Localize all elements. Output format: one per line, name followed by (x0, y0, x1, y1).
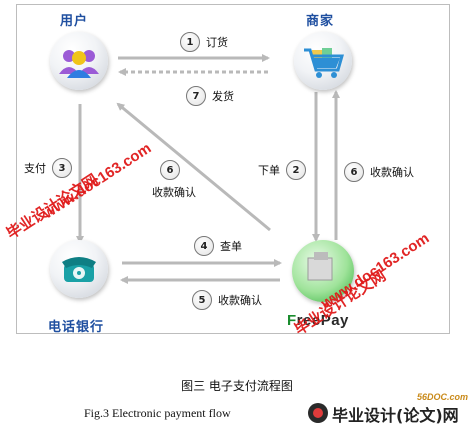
step-number: 1 (180, 32, 200, 52)
user-label: 用户 (60, 14, 89, 29)
bank-node (50, 240, 108, 298)
step-number: 2 (286, 160, 306, 180)
step-label: 查单 (220, 240, 242, 253)
step-ship: 7 发货 (186, 86, 234, 106)
freepay-box-icon (307, 252, 333, 281)
brand-logo-icon (308, 403, 328, 423)
step-number: 6 (344, 162, 364, 182)
bank-label: 电话银行 (48, 320, 105, 335)
step-label: 订货 (206, 36, 228, 49)
telephone-icon (62, 257, 96, 282)
freepay-logo: FreePay (287, 312, 349, 329)
step-order: 1 订货 (180, 32, 228, 52)
user-group-icon (59, 50, 99, 78)
merchant-label: 商家 (306, 14, 335, 29)
brand-text: 毕业设计(论文)网 (332, 406, 459, 425)
merchant-node (294, 32, 352, 90)
freepay-node (292, 240, 354, 302)
step-place-order: 2 下单 (258, 160, 306, 180)
step-label: 收款确认 (370, 166, 414, 179)
step-pay: 3 支付 (24, 158, 72, 178)
site-brand: 56DOC.com 毕业设计(论文)网 (304, 392, 474, 430)
step-label: 发货 (212, 90, 234, 103)
figure-caption-en: Fig.3 Electronic payment flow (84, 406, 231, 420)
step-check: 4 查单 (194, 236, 242, 256)
step-label: 支付 (24, 162, 46, 175)
step-label: 收款确认 (218, 294, 262, 307)
arrow-confirm-diag (116, 102, 271, 232)
step-merchant-confirm: 6 收款确认 (344, 162, 414, 182)
brand-url: 56DOC.com (416, 392, 468, 402)
step-number: 5 (192, 290, 212, 310)
step-number: 4 (194, 236, 214, 256)
step-label: 下单 (258, 164, 280, 177)
shopping-cart-icon (304, 48, 344, 78)
figure-caption-cn: 图三 电子支付流程图 (181, 379, 293, 393)
step-confirm-diag: 6 收款确认 (152, 160, 196, 200)
step-number: 7 (186, 86, 206, 106)
step-bank-confirm: 5 收款确认 (192, 290, 262, 310)
step-label: 收款确认 (152, 186, 196, 199)
step-number: 6 (160, 160, 180, 180)
user-node (50, 32, 108, 90)
step-number: 3 (52, 158, 72, 178)
